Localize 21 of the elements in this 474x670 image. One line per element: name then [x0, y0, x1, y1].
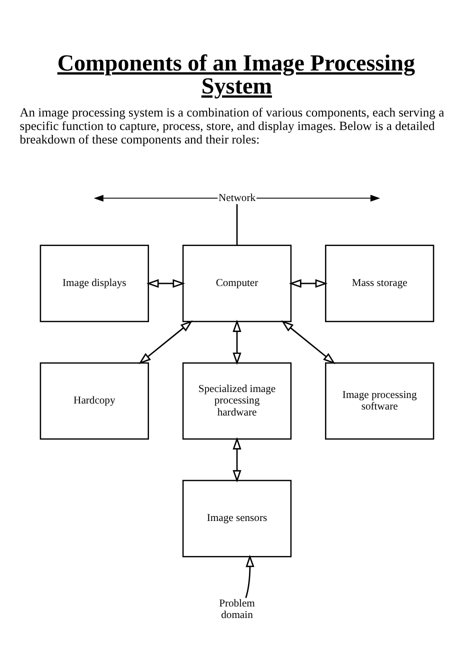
- connector: [236, 204, 238, 246]
- node-box: Image sensors: [182, 480, 292, 558]
- node-box: Mass storage: [325, 244, 434, 322]
- arrow: [232, 437, 242, 482]
- node-box: Image processing software: [325, 362, 434, 440]
- arrow: [256, 194, 380, 202]
- node-text: Problem domain: [219, 598, 255, 622]
- arrow: [245, 554, 254, 598]
- arrow: [232, 320, 242, 365]
- arrow: [281, 320, 336, 364]
- label: An image processing system is a combination of various components, each serving a specific function to capture, process, store, and display images. Below is a detailed breakdown of these components and their roles:: [20, 106, 444, 147]
- node-box: Image displays: [40, 244, 149, 322]
- arrow: [288, 279, 328, 288]
- node-box: Specialized image processing hardware: [182, 362, 292, 440]
- arrow: [94, 194, 218, 202]
- node-text: Network: [218, 192, 256, 204]
- arrow: [146, 279, 186, 288]
- diagram-title: Components of an Image Processing System: [57, 50, 416, 100]
- arrow: [138, 320, 193, 364]
- node-box: Computer: [182, 244, 292, 322]
- node-box: Hardcopy: [40, 362, 149, 440]
